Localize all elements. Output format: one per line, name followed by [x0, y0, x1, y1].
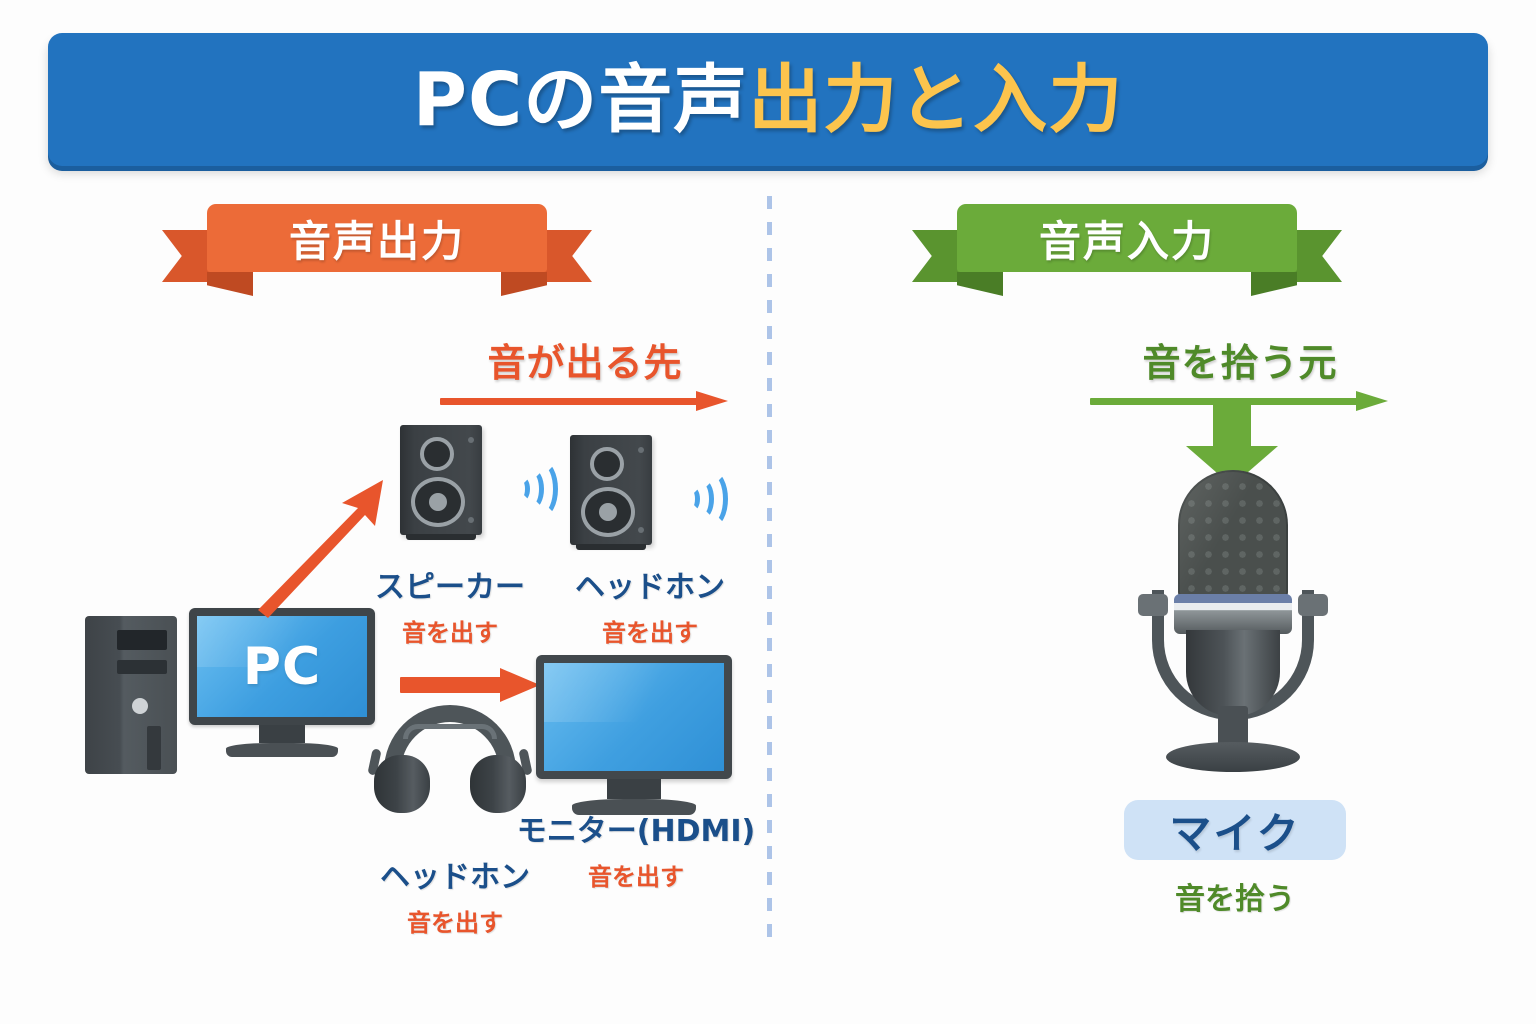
arrow-line — [400, 677, 504, 693]
ribbon-fold-left — [957, 272, 1003, 296]
speaker-feet — [576, 544, 646, 550]
drive-bay — [117, 660, 167, 674]
speaker-icon-2 — [570, 435, 728, 553]
ribbon-audio-output: 音声出力 — [162, 204, 592, 296]
flow-arrow-output — [440, 391, 730, 411]
headphone-earcup — [374, 755, 430, 813]
ribbon-audio-input: 音声入力 — [912, 204, 1342, 296]
monitor-hdmi-icon — [536, 655, 732, 815]
mic-knob — [1138, 594, 1168, 616]
device-sub: 音を出す — [602, 619, 698, 647]
ribbon-label-output: 音声出力 — [288, 216, 465, 266]
arrow-line — [440, 398, 698, 405]
device-sub: 音を出す — [407, 909, 503, 937]
tower-slot — [147, 726, 161, 770]
wave-arc — [528, 461, 558, 517]
mic-body — [1186, 630, 1280, 716]
title-accent-part: 出力と入力 — [748, 56, 1124, 143]
headphone-icon — [367, 705, 533, 815]
page-title: PCの音声出力と入力 — [413, 63, 1124, 137]
ribbon-body: 音声入力 — [957, 204, 1297, 272]
mic-base — [1166, 742, 1300, 772]
headphone-earcup — [470, 755, 526, 813]
monitor-screen: PC — [189, 608, 375, 725]
speaker-dustcap — [429, 493, 447, 511]
flow-heading-input: 音を拾う元 — [1090, 332, 1390, 411]
monitor-neck — [259, 725, 305, 743]
pc-monitor-icon: PC — [189, 608, 375, 757]
section-divider — [767, 196, 772, 938]
arrow-stem — [1213, 402, 1251, 448]
label-microphone-sub: 音を拾う — [1124, 874, 1346, 918]
device-name: マイク — [1169, 808, 1301, 858]
speaker-screw — [638, 447, 644, 453]
label-monitor-hdmi: モニター(HDMI) 音を出す — [516, 806, 756, 892]
monitor-base — [226, 743, 338, 757]
label-microphone-badge: マイク — [1124, 800, 1346, 860]
speaker-screw — [468, 517, 474, 523]
diagonal-arrow-icon — [258, 480, 383, 618]
monitor-neck — [607, 779, 661, 799]
monitor-base — [572, 799, 696, 815]
flow-caption-input: 音を拾う元 — [1142, 341, 1338, 385]
speaker-woofer — [411, 477, 465, 527]
monitor-screen — [536, 655, 732, 779]
speaker-cabinet — [570, 435, 652, 550]
flow-heading-output: 音が出る先 — [440, 332, 730, 411]
ribbon-body: 音声出力 — [207, 204, 547, 272]
drive-bay — [117, 630, 167, 650]
ribbon-fold-left — [207, 272, 253, 296]
pc-screen-label: PC — [242, 636, 322, 697]
arrow-pc-to-speaker — [250, 470, 400, 620]
ribbon-label-input: 音声入力 — [1038, 216, 1215, 266]
speaker-tweeter — [420, 437, 454, 471]
speaker-feet — [406, 534, 476, 540]
device-name: ヘッドホン — [380, 860, 530, 895]
device-name: モニター(HDMI) — [516, 814, 756, 849]
wave-arc — [698, 471, 728, 527]
device-sub: 音を拾う — [1175, 882, 1295, 917]
ribbon-fold-right — [1251, 272, 1297, 296]
label-headphone-top: ヘッドホン 音を出す — [530, 562, 770, 648]
flow-arrow-input — [1090, 391, 1390, 411]
device-name: ヘッドホン — [575, 570, 725, 605]
arrow-head — [696, 391, 728, 411]
mic-knob — [1298, 594, 1328, 616]
mic-grille — [1178, 470, 1288, 600]
power-button-icon — [132, 698, 148, 714]
device-sub: 音を出す — [402, 619, 498, 647]
speaker-tweeter — [590, 447, 624, 481]
mic-collar — [1174, 594, 1292, 634]
arrow-head — [1356, 391, 1388, 411]
flow-caption-output: 音が出る先 — [487, 341, 683, 385]
title-banner: PCの音声出力と入力 — [48, 33, 1488, 166]
device-sub: 音を出す — [588, 863, 684, 891]
speaker-icon-1 — [400, 425, 558, 543]
arrow-line — [1090, 398, 1358, 405]
speaker-dustcap — [599, 503, 617, 521]
pc-tower-icon — [85, 616, 177, 774]
speaker-screw — [638, 527, 644, 533]
microphone-icon — [1138, 470, 1328, 780]
title-white-part: PCの音声 — [412, 56, 749, 143]
arrow-head — [500, 668, 540, 702]
label-headphone-bottom: ヘッドホン 音を出す — [330, 852, 580, 938]
pc-source-illustration: PC — [85, 608, 375, 783]
speaker-screw — [468, 437, 474, 443]
arrow-pc-to-monitor — [400, 668, 540, 702]
speaker-woofer — [581, 487, 635, 537]
device-name: スピーカー — [375, 570, 525, 605]
speaker-cabinet — [400, 425, 482, 540]
label-speaker: スピーカー 音を出す — [330, 562, 570, 648]
monitor-screen-surface — [544, 663, 724, 771]
monitor-screen-surface: PC — [197, 616, 367, 717]
ribbon-fold-right — [501, 272, 547, 296]
